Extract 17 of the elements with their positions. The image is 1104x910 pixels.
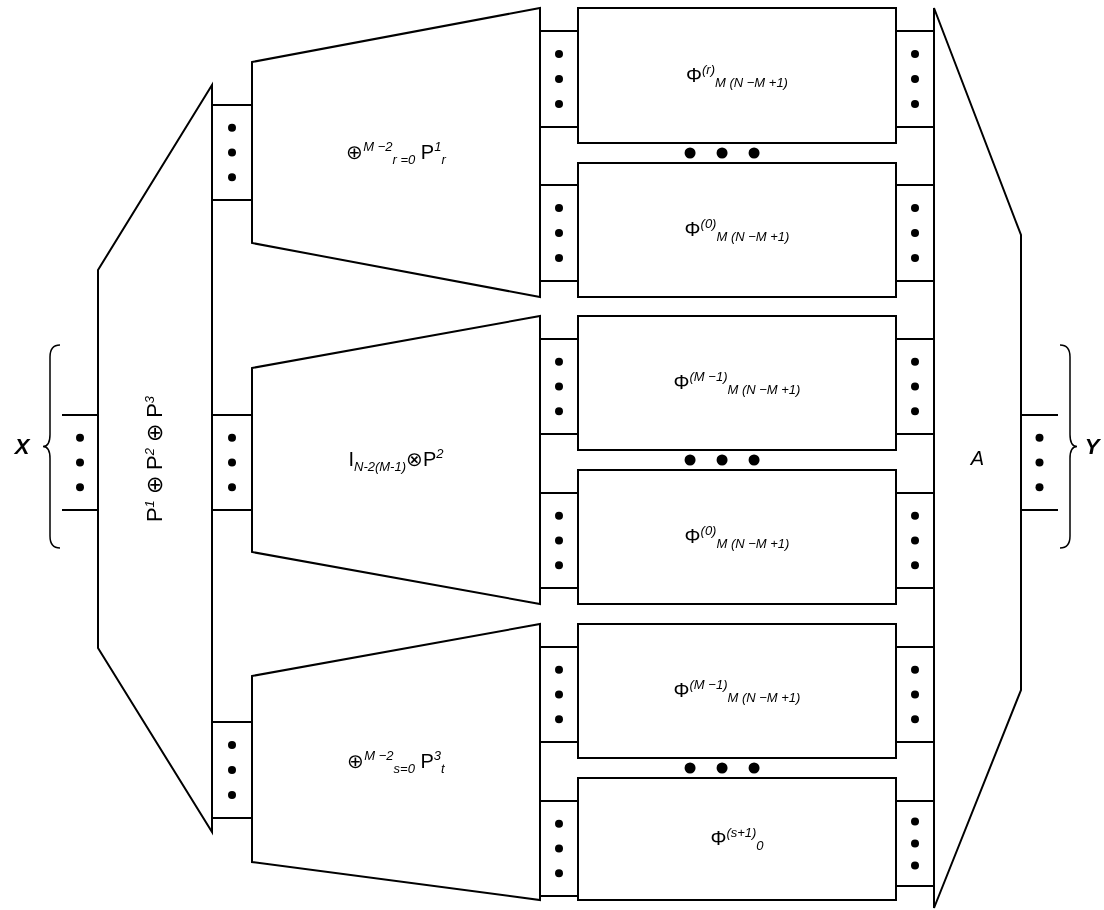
trapezoid-block: [252, 8, 540, 297]
bus-lines: [539, 800, 579, 897]
matrix-block: [578, 316, 896, 450]
braced-signal: [1058, 345, 1104, 548]
bus-lines: [61, 414, 99, 511]
math-expression: I$_{N-2(M-1)}$⊗P$^{2}$: [348, 446, 444, 474]
math-expression: Y: [1084, 433, 1100, 460]
matrix-block: [578, 778, 896, 900]
math-expression: X: [14, 433, 30, 460]
math-expression: A: [970, 446, 985, 470]
trapezoid-block: [934, 8, 1021, 908]
trapezoid-block: [252, 316, 540, 604]
matrix-block: [578, 470, 896, 604]
matrix-block: [578, 8, 896, 143]
matrix-block: [578, 163, 896, 297]
matrix-block: [578, 624, 896, 758]
trapezoid-block: [252, 624, 540, 900]
